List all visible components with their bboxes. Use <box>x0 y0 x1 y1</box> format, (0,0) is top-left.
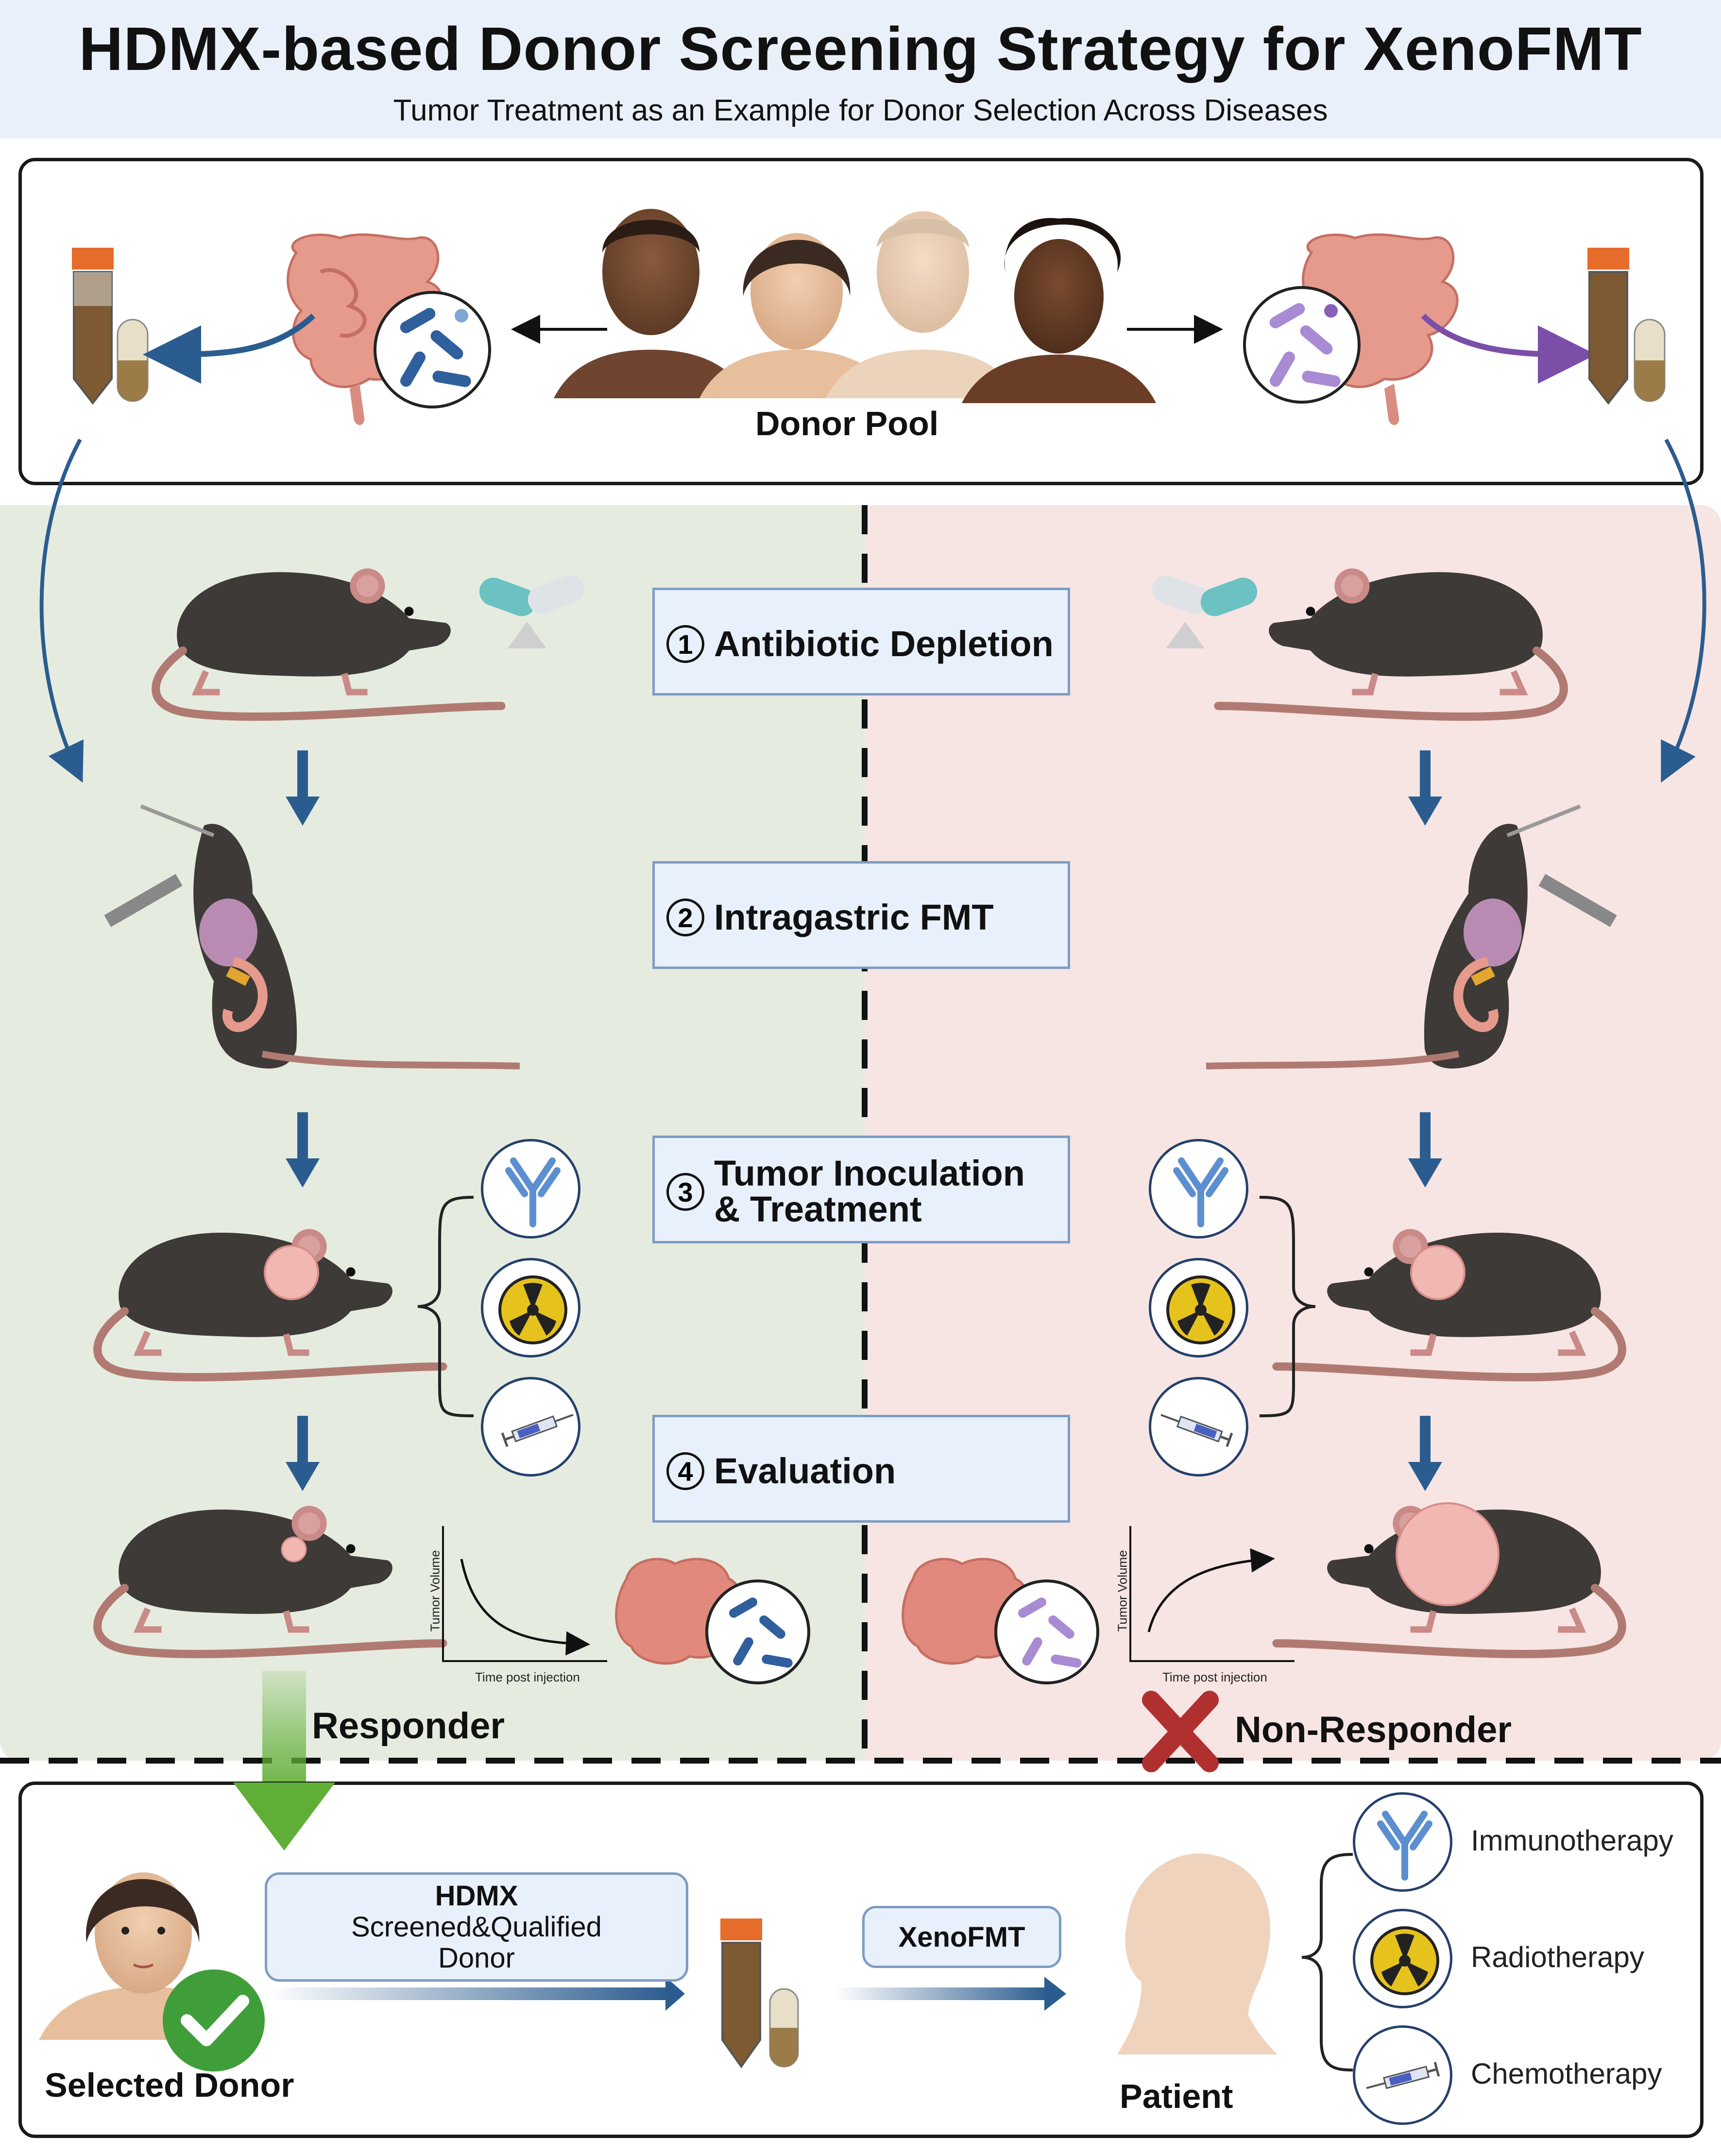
therapy-chemotherapy: Chemotherapy <box>1471 2057 1662 2090</box>
syringe-icon <box>1353 2025 1452 2125</box>
step-label: Intragastric FMT <box>714 897 994 937</box>
patient-label: Patient <box>1120 2077 1233 2115</box>
evaluated-mouse-icon <box>98 1506 443 1654</box>
donor-pool-label: Donor Pool <box>755 405 939 442</box>
antibody-icon <box>1353 1792 1452 1892</box>
microbe-icon <box>705 1579 810 1684</box>
non-responder-label: Non-Responder <box>1235 1709 1512 1750</box>
xenofmt-label: XenoFMT <box>898 1921 1025 1953</box>
step-number: 3 <box>666 1173 704 1211</box>
antibiotic-pill-icon <box>479 575 585 648</box>
step-label-line2: & Treatment <box>714 1189 922 1229</box>
stool-tube-icon <box>1587 248 1629 405</box>
gavage-mouse-icon <box>104 804 520 1070</box>
hdmx-line3: Donor <box>438 1942 515 1974</box>
step-tumor-inoculation: 3 Tumor Inoculation & Treatment <box>652 1136 1070 1243</box>
selected-donor-label: Selected Donor <box>45 2066 294 2104</box>
microbe-icon <box>1243 286 1361 404</box>
stool-tube-icon <box>720 1918 762 2069</box>
flow-arrow <box>1408 1416 1442 1491</box>
radiation-icon <box>1149 1258 1248 1358</box>
antibody-icon <box>1149 1139 1248 1239</box>
stool-tube-icon <box>72 248 114 405</box>
capsule-icon <box>1634 319 1666 402</box>
step-number: 4 <box>666 1452 704 1490</box>
microbe-icon <box>994 1579 1099 1684</box>
step-evaluation: 4 Evaluation <box>652 1415 1070 1523</box>
radiation-icon <box>1353 1909 1452 2008</box>
capsule-icon <box>769 1988 799 2068</box>
title-band <box>0 0 1721 138</box>
microbe-icon <box>374 291 491 408</box>
step-intragastric-fmt: 2 Intragastric FMT <box>652 861 1070 969</box>
therapy-immunotherapy: Immunotherapy <box>1471 1824 1673 1857</box>
flow-arrow <box>286 1416 320 1491</box>
therapy-radiotherapy: Radiotherapy <box>1471 1941 1644 1973</box>
figure-subtitle: Tumor Treatment as an Example for Donor … <box>393 94 1328 127</box>
donor-faces <box>554 209 1156 403</box>
responder-label: Responder <box>312 1705 505 1747</box>
cross-icon <box>1142 1691 1219 1772</box>
hdmx-line2: Screened&Qualified <box>351 1911 602 1943</box>
step-label-line1: Tumor Inoculation <box>714 1153 1025 1193</box>
non-responder-xlabel: Time post injection <box>1162 1670 1267 1684</box>
step-number: 1 <box>666 625 704 663</box>
flow-arrow <box>1408 1112 1442 1188</box>
step-label: Antibiotic Depletion <box>714 624 1054 664</box>
syringe-icon <box>481 1377 580 1477</box>
syringe-icon <box>1149 1377 1248 1477</box>
radiation-icon <box>481 1258 580 1358</box>
flow-arrow <box>286 750 320 826</box>
evaluated-mouse-icon <box>1277 1503 1622 1654</box>
check-icon <box>163 1969 265 2071</box>
responder-graph <box>442 1526 607 1662</box>
tumor-mouse-icon <box>1277 1229 1622 1377</box>
hdmx-line1: HDMX <box>435 1880 518 1912</box>
step-label: Evaluation <box>714 1451 896 1491</box>
tumor-mouse-icon <box>98 1229 443 1377</box>
figure-title: HDMX-based Donor Screening Strategy for … <box>79 15 1642 83</box>
antibody-icon <box>481 1139 580 1239</box>
patient-icon <box>1117 1853 1278 2054</box>
non-responder-graph <box>1129 1526 1295 1662</box>
step-antibiotic-depletion: 1 Antibiotic Depletion <box>652 588 1070 696</box>
antibiotic-pill-icon <box>1152 575 1258 648</box>
xenofmt-box: XenoFMT <box>862 1906 1061 1968</box>
gavage-mouse-icon <box>1206 804 1617 1070</box>
flow-arrow <box>1408 750 1442 826</box>
responder-xlabel: Time post injection <box>475 1670 580 1684</box>
hdmx-qualified-box: HDMX Screened&Qualified Donor <box>265 1872 688 1982</box>
step-number: 2 <box>666 899 704 936</box>
flow-arrow <box>286 1112 320 1188</box>
